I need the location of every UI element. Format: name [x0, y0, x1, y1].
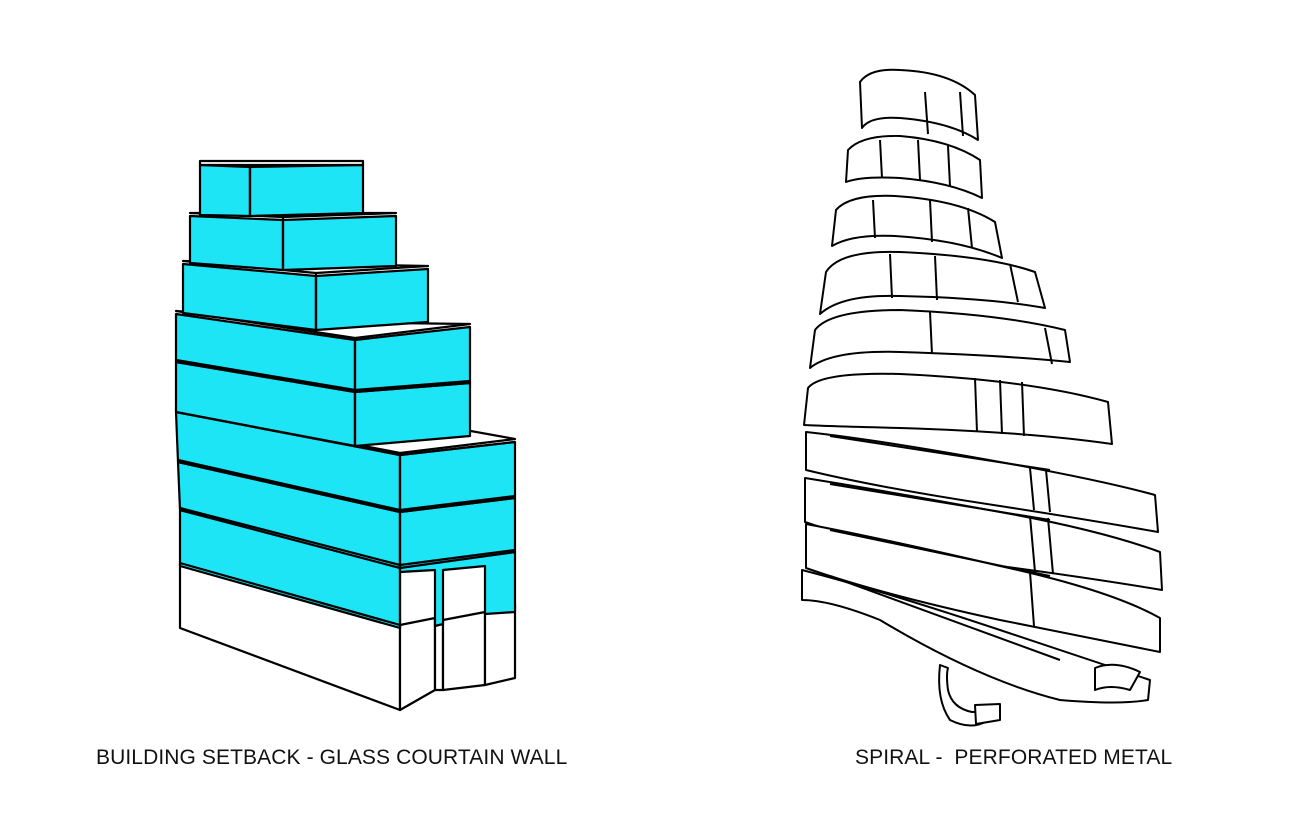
caption-building-setback: BUILDING SETBACK - GLASS COURTAIN WALL: [96, 746, 568, 769]
spiral-ring-9: [805, 523, 1161, 653]
spiral-ring-6: [803, 372, 1113, 445]
caption-spiral: SPIRAL - PERFORATED METAL: [855, 746, 1173, 769]
glass-block-top: [198, 159, 365, 218]
building-setback-drawing: [174, 159, 517, 712]
spiral-ring-7: [805, 431, 1159, 533]
spiral-ring-1: [859, 68, 979, 141]
spiral-ring-2: [845, 134, 983, 199]
spiral-ring-4: [819, 250, 1046, 315]
spiral-tail: [938, 664, 1001, 727]
podium-base: [178, 561, 517, 712]
glass-block-tier-2: [188, 211, 398, 272]
spiral-ring-10: [801, 569, 1151, 704]
spiral-drawing: [801, 68, 1163, 727]
spiral-ring-3: [831, 194, 1003, 259]
spiral-ring-5: [809, 309, 1071, 369]
